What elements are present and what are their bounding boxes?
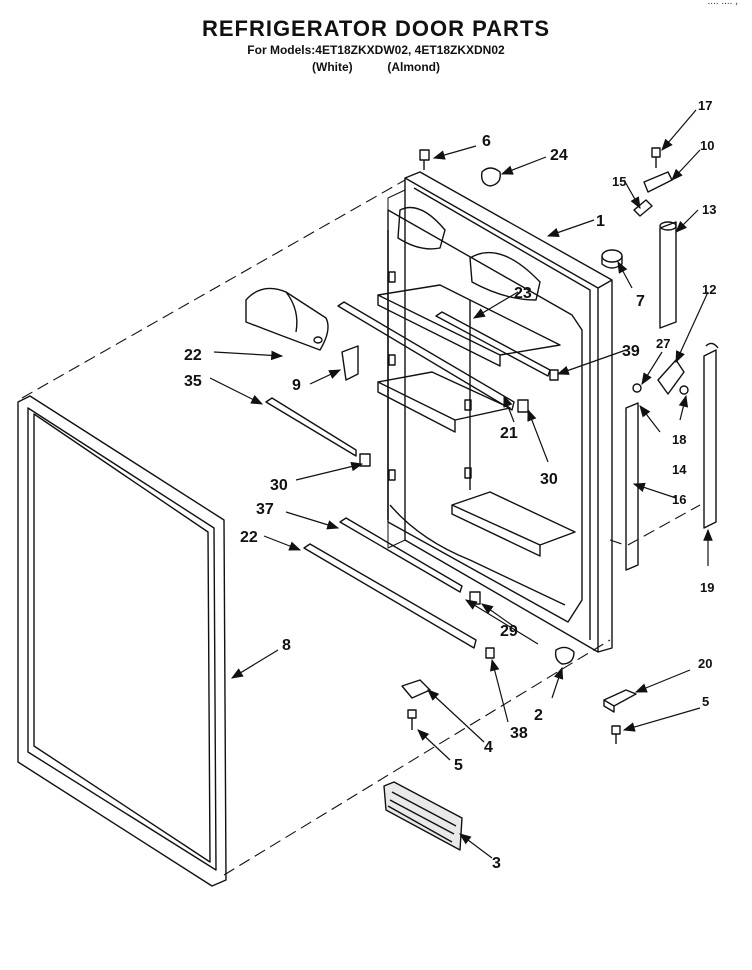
handle-trim [383, 781, 463, 851]
lower-hinge-bracket [401, 679, 431, 730]
label-part-29: 29 [500, 623, 518, 640]
label-part-12: 13 [702, 202, 716, 217]
shelf-bars [265, 301, 551, 649]
label-part-16: 17 [698, 98, 712, 113]
label-part-2: 2 [534, 707, 543, 724]
label-part-35: 35 [184, 373, 202, 390]
label-part-30-right: 30 [540, 471, 558, 488]
label-part-14: 15 [612, 174, 626, 189]
label-part-5-right: 5 [702, 694, 709, 709]
bottom-hinge [603, 689, 637, 744]
color-line: (White) (Almond) [0, 60, 752, 74]
leader-lines [209, 109, 713, 859]
hinge-cap [601, 249, 623, 269]
dairy-door [245, 287, 329, 351]
label-part-11: 12 [702, 282, 716, 297]
label-part-9: 9 [292, 377, 301, 394]
side-hinge-parts [625, 342, 719, 571]
label-part-1: 1 [596, 213, 605, 230]
bottom-pin [554, 646, 575, 665]
screw-top [419, 149, 430, 170]
label-part-10: 10 [700, 138, 714, 153]
label-part-38: 38 [510, 725, 528, 742]
label-part-18: 19 [700, 580, 714, 595]
label-part-30-left: 30 [270, 477, 288, 494]
color-almond-label: (Almond) [387, 60, 440, 74]
shelf-clip [341, 345, 359, 381]
label-part-21: 22 [240, 529, 258, 546]
models-line: For Models:4ET18ZKXDW02, 4ET18ZKXDN02 [247, 43, 505, 57]
label-part-39: 39 [622, 343, 640, 360]
label-part-7: 7 [636, 293, 645, 310]
label-part-5-left: 5 [454, 757, 463, 774]
label-part-13: 14 [672, 462, 687, 477]
label-part-27: 27 [656, 336, 670, 351]
label-part-22: 22 [184, 347, 202, 364]
color-white-label: (White) [312, 60, 353, 74]
diagram-title: REFRIGERATOR DOOR PARTS [201, 16, 551, 41]
label-part-6: 6 [482, 133, 491, 150]
label-part-8: 8 [282, 637, 291, 654]
label-part-37: 37 [256, 501, 274, 518]
bar-end-clips [359, 369, 559, 659]
door-cap [480, 167, 501, 187]
label-part-20: 21 [500, 425, 518, 442]
label-part-23: 23 [514, 285, 532, 302]
label-part-15: 16 [672, 492, 686, 507]
label-part-4: 4 [484, 739, 493, 756]
label-part-19: 20 [698, 656, 712, 671]
door-gasket [17, 395, 227, 887]
label-part-3: 3 [492, 855, 501, 872]
label-part-24: 24 [550, 147, 568, 164]
label-part-17: 18 [672, 432, 686, 447]
page-corner-mark: .... .... , [707, 0, 738, 7]
door-liner [377, 171, 613, 653]
